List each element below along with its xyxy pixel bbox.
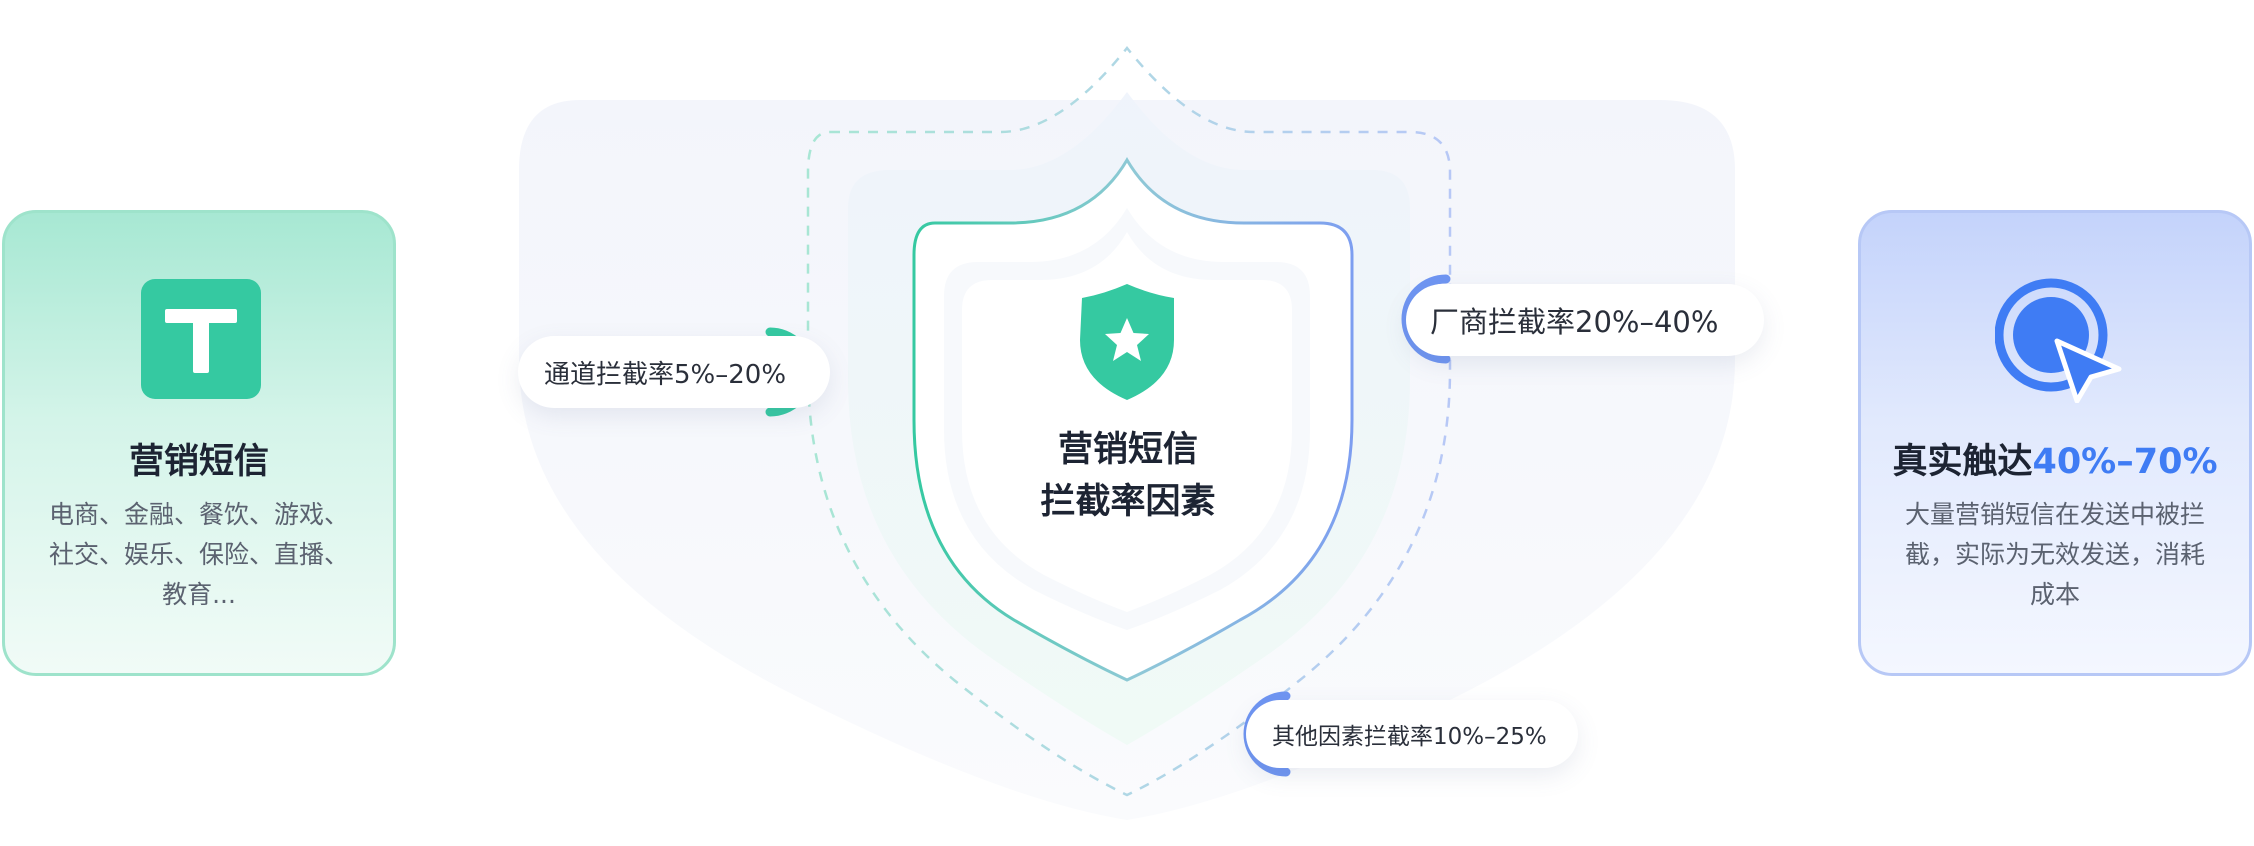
t-letter-icon <box>141 279 261 399</box>
shield-star-icon <box>1080 284 1174 400</box>
title-highlight: 40%–70% <box>2032 442 2218 482</box>
card-title: 真实触达40%–70% <box>1861 433 2249 484</box>
real-reach-card: 真实触达40%–70% 大量营销短信在发送中被拦截，实际为无效发送，消耗成本 <box>1858 210 2252 676</box>
card-description: 大量营销短信在发送中被拦截，实际为无效发送，消耗成本 <box>1904 500 2205 609</box>
cursor-click-icon <box>1995 278 2122 403</box>
pill-label: 通道拦截率5%–20% <box>544 359 787 390</box>
dashed-ring <box>806 45 1452 797</box>
marketing-sms-card: 营销短信 电商、金融、餐饮、游戏、社交、娱乐、保险、直播、教育... <box>2 210 396 676</box>
other-factor-pill: 其他因素拦截率10%–25% <box>1246 700 1578 768</box>
card-description: 电商、金融、餐饮、游戏、社交、娱乐、保险、直播、教育... <box>48 500 349 609</box>
center-shield-label: 营销短信 拦截率因素 <box>1000 424 1256 528</box>
center-line-2: 拦截率因素 <box>1040 482 1216 522</box>
title-prefix: 真实触达 <box>1892 442 2033 482</box>
card-title: 营销短信 <box>128 442 269 482</box>
pill-label: 厂商拦截率20%–40% <box>1430 305 1719 339</box>
pill-label: 其他因素拦截率10%–25% <box>1272 724 1547 750</box>
center-line-1: 营销短信 <box>1057 430 1198 470</box>
vendor-interception-pill: 厂商拦截率20%–40% <box>1406 284 1764 356</box>
channel-interception-pill: 通道拦截率5%–20% <box>518 336 830 408</box>
